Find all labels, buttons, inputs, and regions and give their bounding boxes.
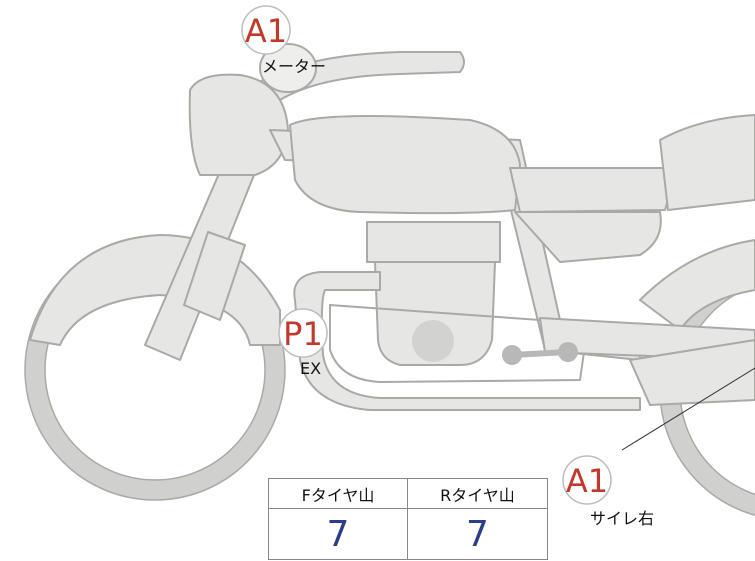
exhaust-pipe	[293, 271, 641, 411]
seat	[509, 167, 670, 213]
callout-silencer-right: A1 サイレ右	[562, 455, 654, 528]
front-tire-header: Fタイヤ山	[269, 479, 408, 509]
callout-meter: A1 メーター	[241, 5, 326, 76]
callout-code: A1	[245, 12, 287, 50]
callout-badge	[562, 455, 612, 505]
callout-leader-line	[621, 367, 755, 451]
meter-gauge	[259, 43, 317, 93]
headlight	[188, 73, 289, 176]
motorcycle-illustration	[24, 43, 755, 516]
tire-tread-table: Fタイヤ山 Rタイヤ山 7 7	[268, 478, 548, 560]
callout-label: EX	[300, 359, 321, 378]
callout-label: サイレ右	[590, 509, 654, 528]
callout-exhaust: P1 EX	[278, 308, 328, 378]
rear-tire-header: Rタイヤ山	[408, 479, 547, 509]
fuel-tank	[289, 115, 521, 215]
callout-badge	[278, 308, 328, 358]
callout-label: メーター	[262, 57, 326, 76]
callout-code: A1	[566, 462, 608, 500]
callout-badge	[241, 5, 291, 55]
rear-tire-value: 7	[466, 513, 489, 555]
engine-head	[366, 221, 501, 263]
front-tire-value: 7	[269, 509, 408, 559]
callout-code: P1	[283, 315, 323, 353]
